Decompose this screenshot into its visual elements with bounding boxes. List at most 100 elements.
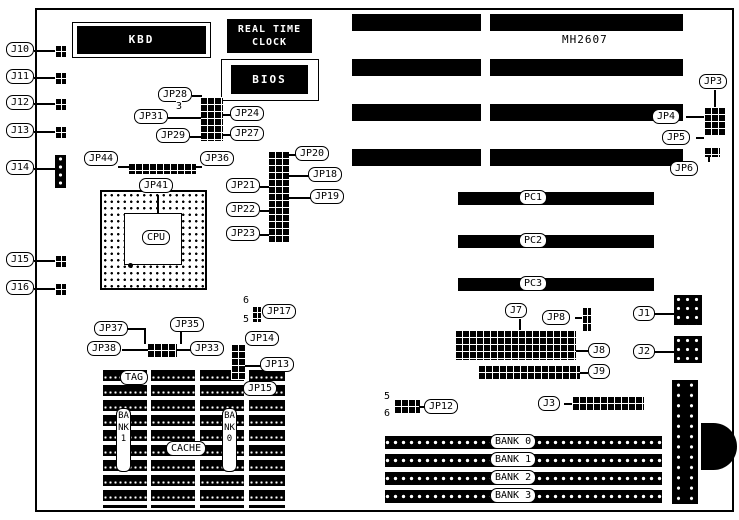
pin-number: 5	[243, 314, 250, 325]
power-connector	[672, 380, 698, 504]
leader-line	[180, 332, 182, 344]
pin-number: 3	[176, 101, 183, 112]
isa-slot-segment	[352, 104, 481, 121]
leader-line	[222, 134, 232, 136]
callout-j8: J8	[588, 343, 611, 358]
leader-line	[686, 116, 704, 118]
isa-slot-segment	[490, 149, 683, 166]
leader-line	[576, 350, 588, 352]
leader-line	[118, 166, 130, 168]
callout-j15: J15	[6, 252, 35, 267]
jp12-jumper-block	[394, 399, 420, 414]
callout-jp13: JP13	[260, 357, 295, 372]
leader-line	[190, 136, 201, 138]
callout-jp19: JP19	[310, 189, 345, 204]
jp8-jumper-block	[582, 307, 591, 331]
leader-line	[34, 131, 55, 133]
callout-jp29: JP29	[156, 128, 191, 143]
simm-bank3-label: BANK 3	[490, 488, 537, 503]
keyboard-din-connector	[701, 423, 737, 470]
callout-jp5: JP5	[662, 130, 691, 145]
bank0-vertical-label: BANK0	[222, 408, 237, 472]
callout-jp15: JP15	[243, 381, 278, 396]
callout-jp33: JP33	[190, 341, 225, 356]
tag-label: TAG	[120, 370, 149, 385]
callout-j1: J1	[633, 306, 656, 321]
leader-line	[168, 117, 201, 119]
callout-jp20: JP20	[295, 146, 330, 161]
callout-j12: J12	[6, 95, 35, 110]
leader-line	[34, 288, 55, 290]
callout-jp38: JP38	[87, 341, 122, 356]
cache-label: CACHE	[166, 441, 207, 456]
leader-line	[260, 234, 269, 236]
jp17-jumper-block	[252, 306, 261, 322]
j15-connector	[55, 255, 66, 267]
isa-slot-segment	[490, 14, 683, 31]
pc2-slot-label: PC2	[519, 233, 548, 248]
simm-bank0-label: BANK 0	[490, 434, 537, 449]
leader-line	[194, 166, 202, 168]
callout-jp36: JP36	[200, 151, 235, 166]
cpu-pin1-marker	[128, 263, 133, 268]
isa-slot-segment	[490, 59, 683, 76]
leader-line	[580, 372, 588, 374]
rtc-chip: REAL TIME CLOCK	[227, 19, 312, 53]
callout-j11: J11	[6, 69, 35, 84]
leader-line	[714, 90, 716, 107]
leader-line	[708, 157, 710, 162]
j12-connector	[55, 98, 66, 110]
jp6-jumper-block	[704, 147, 720, 157]
callout-jp41: JP41	[139, 178, 174, 193]
pin-number: 6	[243, 295, 250, 306]
j16-connector	[55, 283, 66, 295]
callout-jp4: JP4	[652, 109, 681, 124]
callout-jp27: JP27	[230, 126, 265, 141]
cpu-label: CPU	[142, 230, 171, 245]
pin-number: 6	[384, 408, 391, 419]
j7-connector-block	[455, 330, 576, 360]
leader-line	[122, 349, 148, 351]
callout-j14: J14	[6, 160, 35, 175]
leader-line	[176, 349, 191, 351]
leader-line	[260, 186, 269, 188]
jp28-jumper-block	[200, 97, 223, 141]
bank1-vertical-label: BANK1	[116, 408, 131, 472]
leader-line	[288, 197, 311, 199]
isa-slot-segment	[490, 104, 683, 121]
callout-j16: J16	[6, 280, 35, 295]
leader-line	[157, 195, 159, 214]
leader-line	[519, 319, 521, 330]
j11-connector	[55, 72, 66, 84]
callout-j10: J10	[6, 42, 35, 57]
model-label: MH2607	[562, 33, 608, 46]
callout-jp22: JP22	[226, 202, 261, 217]
callout-jp23: JP23	[226, 226, 261, 241]
leader-line	[34, 168, 55, 170]
callout-jp6: JP6	[670, 161, 699, 176]
callout-jp24: JP24	[230, 106, 265, 121]
callout-j7: J7	[505, 303, 528, 318]
pc1-slot	[458, 192, 654, 205]
callout-jp37: JP37	[94, 321, 129, 336]
callout-jp17: JP17	[262, 304, 297, 319]
j10-connector	[55, 45, 66, 57]
j3-connector-block	[572, 396, 644, 411]
pin-number: 5	[384, 391, 391, 402]
pc1-slot-label: PC1	[519, 190, 548, 205]
jp20-jumper-strip	[268, 151, 289, 243]
jp3-jumper-block	[704, 107, 726, 135]
bios-chip: BIOS	[231, 65, 308, 94]
leader-line	[419, 406, 424, 408]
leader-line	[222, 114, 232, 116]
callout-j9: J9	[588, 364, 611, 379]
callout-jp21: JP21	[226, 178, 261, 193]
leader-line	[653, 351, 674, 353]
callout-jp31: JP31	[134, 109, 169, 124]
simm-bank2-label: BANK 2	[490, 470, 537, 485]
isa-slot-segment	[352, 59, 481, 76]
leader-line	[34, 260, 55, 262]
leader-line	[288, 154, 296, 156]
callout-jp28: JP28	[158, 87, 193, 102]
